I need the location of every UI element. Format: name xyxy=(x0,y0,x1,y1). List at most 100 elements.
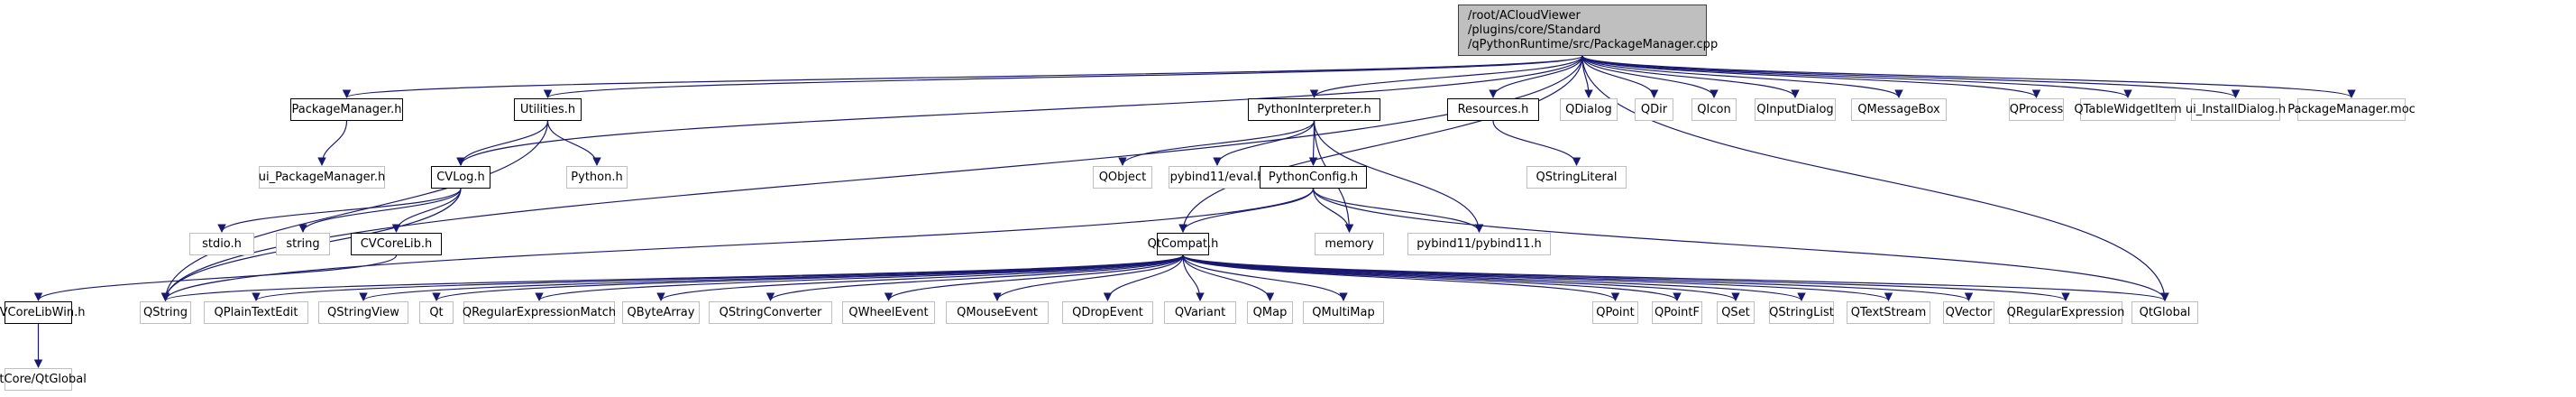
edge-cvlog-h-to-string xyxy=(298,188,462,233)
node-qwheelevent[interactable]: QWheelEvent xyxy=(842,301,935,324)
node-cvlog-h[interactable]: CVLog.h xyxy=(431,166,490,189)
edge-qtcompat-h-to-qmouseevent xyxy=(993,254,1184,301)
edge-root-to-resources-h xyxy=(1489,55,1583,98)
edge-cvlog-h-to-stdio-h xyxy=(217,188,462,233)
edge-root-to-packagemanager-h xyxy=(343,55,1583,98)
node-qpoint[interactable]: QPoint xyxy=(1592,301,1638,324)
edge-qtcompat-h-to-qstringconverter xyxy=(765,254,1184,301)
node-qtablewidgetitem[interactable]: QTableWidgetItem xyxy=(2074,98,2182,121)
node-qset[interactable]: QSet xyxy=(1717,301,1755,324)
node-memory[interactable]: memory xyxy=(1315,233,1384,255)
node-qvector[interactable]: QVector xyxy=(1943,301,1994,324)
node-qmultimap[interactable]: QMultiMap xyxy=(1303,301,1384,324)
node-qt[interactable]: Qt xyxy=(419,301,454,324)
edge-qtcompat-h-to-qdropevent xyxy=(1103,254,1184,301)
node-qstringconverter[interactable]: QStringConverter xyxy=(709,301,832,324)
node-qtcore-qtglobal[interactable]: QtCore/QtGlobal xyxy=(0,368,87,391)
edge-root-to-qmessagebox xyxy=(1581,55,1903,98)
edge-root-to-qtglobal xyxy=(1581,55,2169,301)
node-qstringview[interactable]: QStringView xyxy=(318,301,408,324)
node-qstringliteral[interactable]: QStringLiteral xyxy=(1526,166,1627,189)
node-root[interactable]: /root/ACloudViewer /plugins/core/Standar… xyxy=(1458,5,1718,56)
node-qplaintextedit[interactable]: QPlainTextEdit xyxy=(204,301,308,324)
edge-utilities-h-to-cvlog-h xyxy=(456,120,549,166)
node-qicon[interactable]: QIcon xyxy=(1691,98,1737,121)
edge-pythoninterpreter-h-to-pybind11-eval-h xyxy=(1213,120,1316,166)
edge-root-to-qtablewidgetitem xyxy=(1581,55,2132,98)
edge-qtcompat-h-to-qregularexpression xyxy=(1182,254,2070,301)
edge-pythonconfig-h-to-pybind11-pybind11-h xyxy=(1312,188,1484,233)
edge-qtcompat-h-to-qbytearray xyxy=(656,254,1184,301)
node-ui-installdialog-h[interactable]: ui_InstallDialog.h xyxy=(2186,98,2286,121)
edge-qtcompat-h-to-qstringlist xyxy=(1182,254,1806,301)
edge-pythonconfig-h-to-qstring xyxy=(160,188,1315,301)
edge-qtcompat-h-to-qregularexpressionmatch xyxy=(535,254,1184,301)
node-qregularexpression[interactable]: QRegularExpression xyxy=(2007,301,2124,324)
node-stdio-h[interactable]: stdio.h xyxy=(189,233,254,255)
edge-pythoninterpreter-h-to-qobject xyxy=(1118,120,1316,166)
node-qtcompat-h[interactable]: QtCompat.h xyxy=(1148,233,1218,255)
node-pybind11-pybind11-h[interactable]: pybind11/pybind11.h xyxy=(1407,233,1551,255)
edge-qtcompat-h-to-qtglobal xyxy=(1182,254,2169,301)
edge-root-to-pythoninterpreter-h xyxy=(1309,55,1583,98)
edge-root-to-qicon xyxy=(1581,55,1719,98)
node-qstring[interactable]: QString xyxy=(140,301,191,324)
edge-utilities-h-to-qstring xyxy=(160,120,549,301)
node-qmap[interactable]: QMap xyxy=(1247,301,1293,324)
node-qmessagebox[interactable]: QMessageBox xyxy=(1851,98,1947,121)
node-cvcorelib-h[interactable]: CVCoreLib.h xyxy=(351,233,442,255)
edge-qtcompat-h-to-qvector xyxy=(1182,254,1973,301)
edge-qtcompat-h-to-qwheelevent xyxy=(884,254,1184,301)
edge-qtcompat-h-to-qvariant xyxy=(1182,254,1205,301)
node-qinputdialog[interactable]: QInputDialog xyxy=(1755,98,1836,121)
edge-utilities-h-to-python-h xyxy=(546,120,601,166)
node-qdir[interactable]: QDir xyxy=(1635,98,1673,121)
node-string[interactable]: string xyxy=(276,233,330,255)
edge-root-to-ui-installdialog-h xyxy=(1581,55,2241,98)
edge-pythonconfig-h-to-memory xyxy=(1312,188,1354,233)
edge-root-to-qinputdialog xyxy=(1581,55,1800,98)
edge-qtcompat-h-to-qplaintextedit xyxy=(252,254,1184,301)
node-ui-packagemanager-h[interactable]: ui_PackageManager.h xyxy=(259,166,385,189)
edge-pythoninterpreter-h-to-pybind11-pybind11-h xyxy=(1313,120,1484,233)
edge-cvlog-h-to-cvcorelib-h xyxy=(391,188,462,233)
node-qvariant[interactable]: QVariant xyxy=(1164,301,1236,324)
edge-pythonconfig-h-to-qtglobal xyxy=(1312,188,2169,301)
edge-qtcompat-h-to-qmap xyxy=(1182,254,1275,301)
edge-root-to-qdir xyxy=(1581,55,1659,98)
edge-packagemanager-h-to-ui-packagemanager-h xyxy=(317,120,348,166)
node-utilities-h[interactable]: Utilities.h xyxy=(514,98,582,121)
node-qstringlist[interactable]: QStringList xyxy=(1769,301,1834,324)
edge-resources-h-to-qstringliteral xyxy=(1492,120,1581,166)
edge-qtcompat-h-to-qmultimap xyxy=(1182,254,1348,301)
edge-root-to-qprocess xyxy=(1581,55,2041,98)
edge-root-to-packagemanager-moc xyxy=(1581,55,2356,98)
node-qregularexpressionmatch[interactable]: QRegularExpressionMatch xyxy=(463,301,616,324)
node-pythoninterpreter-h[interactable]: PythonInterpreter.h xyxy=(1248,98,1380,121)
node-pythonconfig-h[interactable]: PythonConfig.h xyxy=(1260,166,1367,189)
node-qbytearray[interactable]: QByteArray xyxy=(622,301,700,324)
node-cvcorelibwin-h[interactable]: CVCoreLibWin.h xyxy=(0,301,85,324)
edge-qtcompat-h-to-qtextstream xyxy=(1182,254,1893,301)
node-qtglobal[interactable]: QtGlobal xyxy=(2131,301,2198,324)
node-qmouseevent[interactable]: QMouseEvent xyxy=(946,301,1049,324)
edge-qtcompat-h-to-qt xyxy=(432,254,1184,301)
node-qtextstream[interactable]: QTextStream xyxy=(1847,301,1930,324)
edge-root-to-utilities-h xyxy=(544,55,1583,98)
node-python-h[interactable]: Python.h xyxy=(566,166,628,189)
node-resources-h[interactable]: Resources.h xyxy=(1447,98,1539,121)
edge-root-to-cvlog-h xyxy=(456,55,1583,166)
node-packagemanager-moc[interactable]: PackageManager.moc xyxy=(2287,98,2416,121)
node-qobject[interactable]: QObject xyxy=(1093,166,1152,189)
node-qpointf[interactable]: QPointF xyxy=(1652,301,1702,324)
node-qdialog[interactable]: QDialog xyxy=(1560,98,1618,121)
edge-qtcompat-h-to-qstring xyxy=(161,254,1184,301)
node-pybind11-eval-h[interactable]: pybind11/eval.h xyxy=(1169,166,1266,189)
node-packagemanager-h[interactable]: PackageManager.h xyxy=(290,98,403,121)
node-qprocess[interactable]: QProcess xyxy=(2009,98,2064,121)
edge-cvcorelib-h-to-cvcorelibwin-h xyxy=(33,254,398,301)
edge-qtcompat-h-to-qstringview xyxy=(359,254,1184,301)
edge-qtcompat-h-to-qpoint xyxy=(1182,254,1620,301)
node-qdropevent[interactable]: QDropEvent xyxy=(1062,301,1153,324)
